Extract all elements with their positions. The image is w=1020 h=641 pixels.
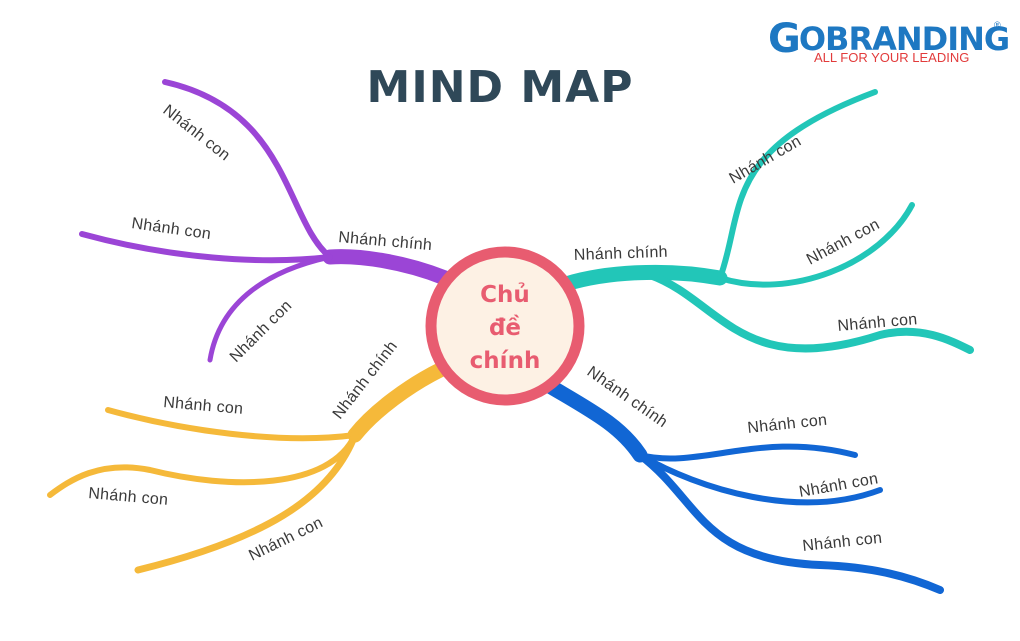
- logo-registered-mark: ®: [994, 20, 1001, 30]
- branch-yellow-sub-2: [47, 432, 358, 498]
- branch-yellow-sub-2-label: Nhánh con: [88, 485, 169, 509]
- branch-purple-sub-2-label: Nhánh con: [130, 215, 212, 243]
- branch-teal: Nhánh chính Nhánh con Nhánh con Nhánh co…: [558, 89, 974, 354]
- logo-tagline: ALL FOR YOUR LEADING: [814, 50, 970, 65]
- branch-yellow-sub-3: [134, 431, 359, 574]
- branch-teal-main: [558, 264, 728, 292]
- branch-blue: Nhánh chính Nhánh con Nhánh con Nhánh co…: [540, 363, 944, 594]
- branch-purple-main: [322, 249, 453, 286]
- branch-purple-sub-3-label: Nhánh con: [227, 297, 296, 366]
- branch-purple: Nhánh chính Nhánh con Nhánh con Nhánh co…: [79, 79, 453, 366]
- branch-blue-sub-1-label: Nhánh con: [747, 412, 828, 437]
- branch-blue-sub-1: [637, 443, 858, 462]
- branch-teal-sub-1: [717, 89, 878, 281]
- logo-wordmark: GOBRANDING: [768, 14, 1010, 62]
- branch-yellow-sub-3-label: Nhánh con: [246, 514, 325, 564]
- branch-blue-sub-3-label: Nhánh con: [802, 530, 883, 555]
- gobranding-logo: GOBRANDING ® ALL FOR YOUR LEADING: [768, 14, 1010, 70]
- branch-blue-sub-3: [636, 451, 944, 594]
- branch-blue-main: [540, 377, 648, 463]
- branch-yellow-main: [347, 362, 448, 443]
- branch-teal-sub-1-label: Nhánh con: [727, 133, 805, 188]
- branch-yellow: Nhánh chính Nhánh con Nhánh con Nhánh co…: [47, 338, 448, 574]
- branch-yellow-sub-1-label: Nhánh con: [163, 394, 244, 418]
- logo-wordmark-rest: OBRANDING: [798, 20, 1010, 58]
- page-title: MIND MAP: [366, 62, 634, 113]
- branch-teal-sub-2: [717, 202, 915, 288]
- branch-teal-sub-3-label: Nhánh con: [837, 311, 918, 335]
- central-topic-line-2: đề: [489, 314, 521, 341]
- branch-blue-sub-2: [637, 452, 883, 506]
- branch-yellow-sub-1: [105, 407, 358, 442]
- branch-teal-label: Nhánh chính: [574, 244, 669, 264]
- branch-purple-sub-3: [207, 254, 333, 363]
- branch-teal-sub-2-label: Nhánh con: [804, 216, 883, 269]
- logo-g-letter: G: [768, 16, 801, 62]
- central-topic-line-3: chính: [470, 348, 541, 374]
- central-topic-circle: [425, 246, 585, 406]
- central-topic-line-1: Chủ: [480, 282, 530, 308]
- branch-purple-sub-1: [162, 79, 333, 260]
- branch-teal-sub-3: [646, 271, 974, 354]
- central-topic: Chủ đề chính: [425, 246, 585, 406]
- branch-purple-sub-2: [79, 231, 333, 264]
